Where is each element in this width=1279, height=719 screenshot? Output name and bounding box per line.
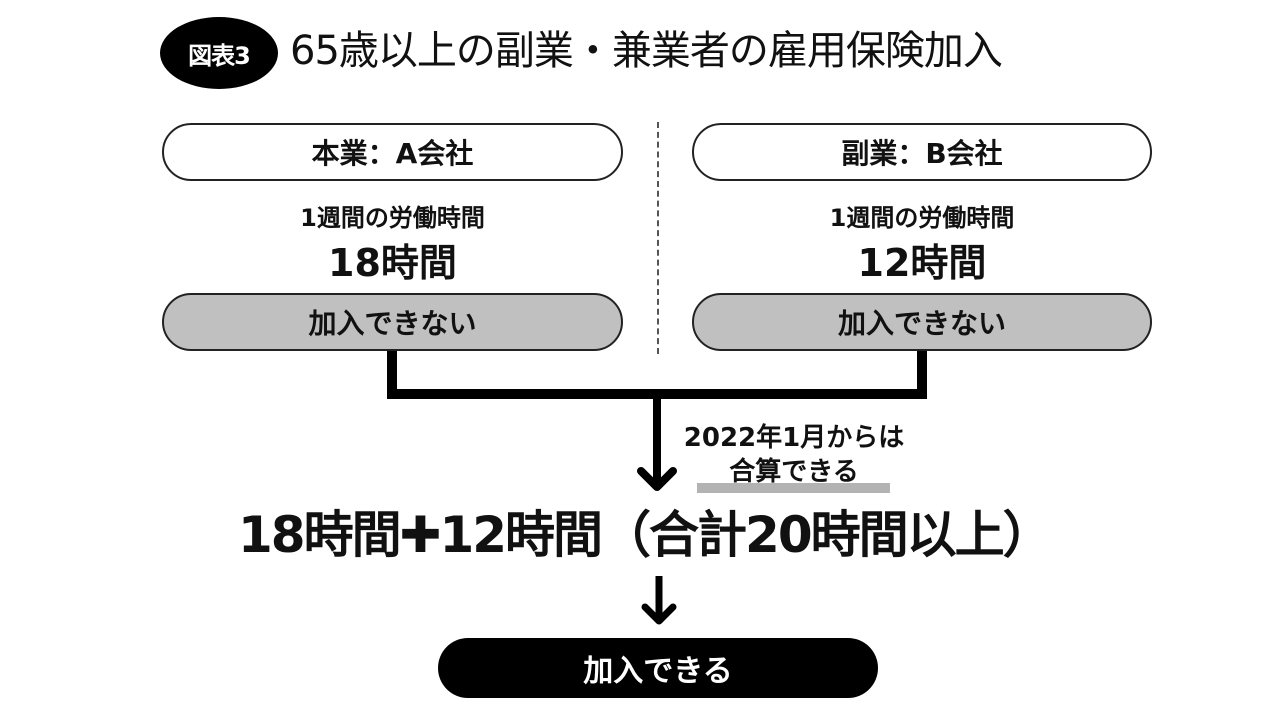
main-job-company-label: 本業：A会社 xyxy=(311,137,474,170)
result-pill: 加入できる xyxy=(438,638,878,698)
result-label: 加入できる xyxy=(583,654,733,689)
side-job-status-label: 加入できない xyxy=(837,307,1006,340)
note-line-2: 合算できる xyxy=(729,457,859,487)
rule-change-note: 2022年1月からは 合算できる xyxy=(668,421,920,489)
hours-sum-text: 18時間✚12時間（合計20時間以上） xyxy=(238,506,1053,564)
side-job-company-box: 副業：B会社 xyxy=(692,123,1152,181)
page-title: 65歳以上の副業・兼業者の雇用保険加入 xyxy=(290,28,1003,74)
note-line-1: 2022年1月からは xyxy=(683,423,905,453)
side-job-hours-label: 1週間の労働時間 xyxy=(829,204,1015,232)
merge-connector-line xyxy=(387,389,927,399)
right-connector-line xyxy=(917,351,927,399)
main-job-status-label: 加入できない xyxy=(308,307,477,340)
main-job-company-box: 本業：A会社 xyxy=(162,123,623,181)
figure-badge: 図表3 xyxy=(160,17,278,89)
note-highlight xyxy=(697,483,890,493)
arrow-down-icon-2 xyxy=(641,576,677,625)
main-job-hours-value: 18時間 xyxy=(328,241,457,285)
left-connector-line xyxy=(387,351,397,399)
main-job-status-box: 加入できない xyxy=(162,293,623,351)
side-job-status-box: 加入できない xyxy=(692,293,1152,351)
side-job-hours-value: 12時間 xyxy=(857,241,987,285)
side-job-company-label: 副業：B会社 xyxy=(841,137,1003,170)
column-divider xyxy=(657,122,659,354)
main-job-hours-label: 1週間の労働時間 xyxy=(300,204,485,232)
arrow-down-icon xyxy=(637,399,677,491)
